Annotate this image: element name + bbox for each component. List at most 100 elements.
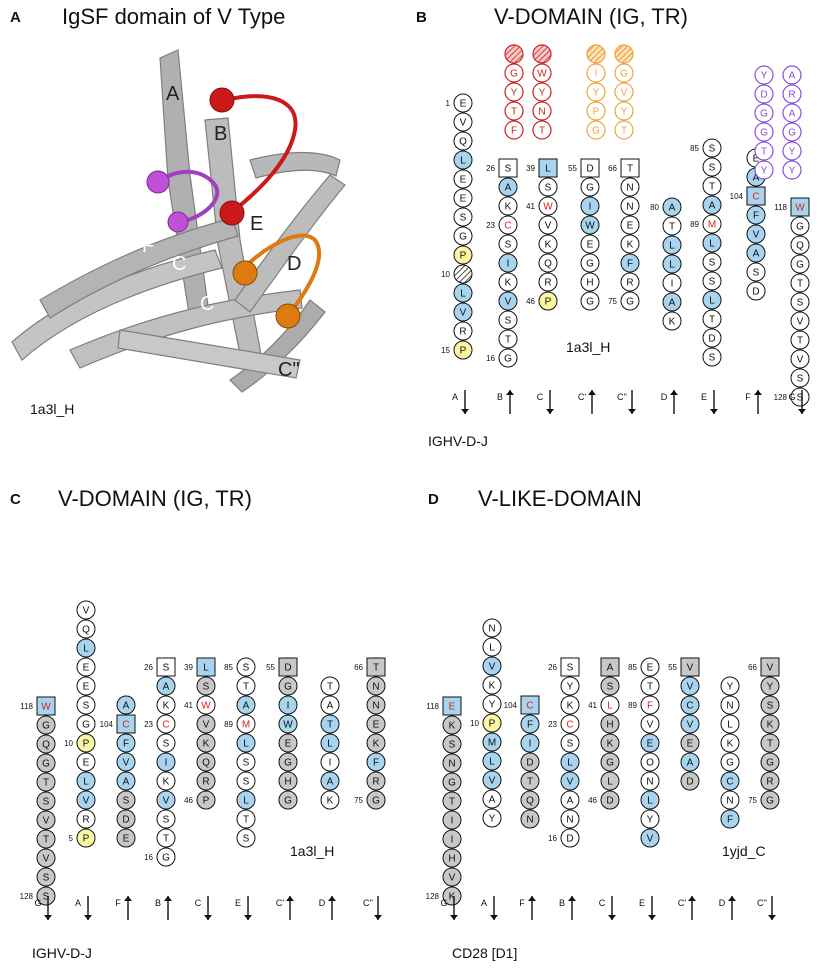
- panelD-col2-res6-letter: N: [526, 815, 533, 826]
- panel-a-letter: A: [10, 9, 21, 26]
- panelC-col1-res8: [76, 752, 96, 772]
- panelC-col4-res7: [196, 790, 216, 810]
- panelC-col4-res7-letter: P: [203, 796, 210, 807]
- panelD-col6-res2-letter: C: [686, 701, 693, 712]
- panelC-strand-0-label: G: [34, 898, 41, 908]
- panelC-col3-res6-letter: K: [163, 777, 170, 788]
- panelB-col2-res3: [538, 215, 558, 235]
- panelD-col8-res7: [760, 790, 780, 810]
- panelC-col2-res2: [116, 733, 136, 753]
- panelD-col0-res5: [442, 791, 462, 811]
- panelC-col1-num12: 5: [69, 834, 74, 843]
- ribbon-label-a: A: [166, 83, 180, 105]
- panelB-col1-res4: [498, 234, 518, 254]
- panelB-col1-res1-letter: A: [505, 183, 512, 194]
- panelB-col4-res4-letter: K: [627, 240, 634, 251]
- ribbon-label-e: E: [250, 213, 263, 235]
- panelC-col3-res10-letter: G: [162, 853, 170, 864]
- panelD-col0-res9-letter: V: [449, 873, 456, 884]
- panelD-col7-res5: [720, 771, 740, 791]
- panelD-col3-res2: [560, 695, 580, 715]
- panelB-col6-res9-letter: T: [709, 315, 715, 326]
- panelD-col3-res0: [560, 657, 580, 677]
- panelB-col8-res3: [790, 254, 810, 274]
- panelC-col7-res4-letter: I: [329, 758, 332, 769]
- panelC-col0-res10: [36, 886, 56, 906]
- panelB-cdr1-res8: [532, 101, 552, 121]
- panelD-col3-num0: 26: [548, 663, 557, 672]
- panelB-col7-res4: [746, 224, 766, 244]
- panelB-col4-num7: 75: [608, 297, 617, 306]
- panelC-col0-res2: [36, 734, 56, 754]
- panelD-col1-res7: [482, 751, 502, 771]
- panelC-col5-res2: [236, 695, 256, 715]
- panelB-col3-res6: [580, 272, 600, 292]
- panelB-col7-res6-letter: S: [753, 268, 760, 279]
- panelB-cdr2-res6-letter: G: [620, 69, 628, 80]
- panelB-col0-res11-letter: V: [460, 308, 467, 319]
- panelD-col4-res2: [600, 695, 620, 715]
- panelB-col6-res10-letter: D: [708, 334, 715, 345]
- panelD-col7-res3: [720, 733, 740, 753]
- panelB-col4-res0-letter: T: [627, 164, 633, 175]
- panelB-col0-res0: [453, 93, 473, 113]
- panelC-col6-res0: [278, 657, 298, 677]
- panelC-col8-res4: [366, 733, 386, 753]
- panelB-cdr1-res6: [532, 63, 552, 83]
- panelC-col4-res4: [196, 733, 216, 753]
- panelB-strand-8-label: G: [788, 392, 795, 402]
- panelD-col4-res7-letter: D: [606, 796, 613, 807]
- panelC-col7-res0: [320, 676, 340, 696]
- panelB-col2-res3-letter: V: [545, 221, 552, 232]
- panelD-strand-4-label: C: [599, 898, 606, 908]
- panelD-col4-res3: [600, 714, 620, 734]
- cdr1-sphere-end: [219, 200, 245, 226]
- panelD-col6-res2: [680, 695, 700, 715]
- panel-d-pdb-label: 1yjd_C: [722, 843, 766, 859]
- panelC-col6-res2: [278, 695, 298, 715]
- panelB-cdr1-res9-letter: T: [539, 126, 545, 137]
- panelB-col1-num3: 23: [486, 221, 495, 230]
- panelB-col5-res3-letter: L: [669, 260, 675, 271]
- panelD-col5-res6-letter: N: [646, 777, 653, 788]
- panelC-col3-res8-letter: S: [163, 815, 170, 826]
- panelC-col7-res0-letter: T: [327, 682, 333, 693]
- panelC-col1-res10-letter: V: [83, 796, 90, 807]
- panelB-col0-num9: 10: [441, 270, 450, 279]
- panelC-col5-res4-letter: L: [243, 739, 249, 750]
- panelB-col7-res3: [746, 205, 766, 225]
- panelC-col8-res2: [366, 695, 386, 715]
- panelC-col8-res6: [366, 771, 386, 791]
- panelD-strand-7-label: D: [719, 898, 726, 908]
- panelB-cdr2-res0: [586, 120, 606, 140]
- panelB-col6-num0: 85: [690, 144, 699, 153]
- panelC-col0-res3: [36, 753, 56, 773]
- panelB-col0-res12: [453, 321, 473, 341]
- panelB-col4-res7: [620, 291, 640, 311]
- panelC-col1-res7-letter: P: [83, 739, 90, 750]
- panelD-col3-res0-letter: S: [567, 663, 574, 674]
- panelD-col3-res8: [560, 809, 580, 829]
- panelC-strand-7-label: D: [319, 898, 326, 908]
- panelB-col1-res0: [498, 158, 518, 178]
- panelB-strand-3-label: C': [578, 392, 586, 402]
- panelD-col4-res2-letter: L: [607, 701, 613, 712]
- panelB-cdr2-res1: [586, 101, 606, 121]
- panelC-col0-res3-letter: G: [42, 759, 50, 770]
- panelC-strand-6-label: C': [276, 898, 284, 908]
- panelD-col6-res5-letter: A: [687, 758, 694, 769]
- panelD-strand-0-label: G: [440, 898, 447, 908]
- panelD-col7-res0-letter: Y: [727, 682, 734, 693]
- panelB-col4-res2: [620, 196, 640, 216]
- panelC-col0-res2-letter: Q: [42, 740, 50, 751]
- panelB-col7-res2: [746, 186, 766, 206]
- panelB-col8-res8: [790, 349, 810, 369]
- panelC-col0-res9-letter: S: [43, 873, 50, 884]
- cdr3-sphere-start: [146, 170, 170, 194]
- panelB-cdr3-res5-letter: Y: [761, 71, 768, 82]
- panelC-col3-res7: [156, 790, 176, 810]
- panelC-strand-4-arrowhead: [204, 915, 212, 920]
- panelC-col7-res3-letter: L: [327, 739, 333, 750]
- panelB-col3-res5: [580, 253, 600, 273]
